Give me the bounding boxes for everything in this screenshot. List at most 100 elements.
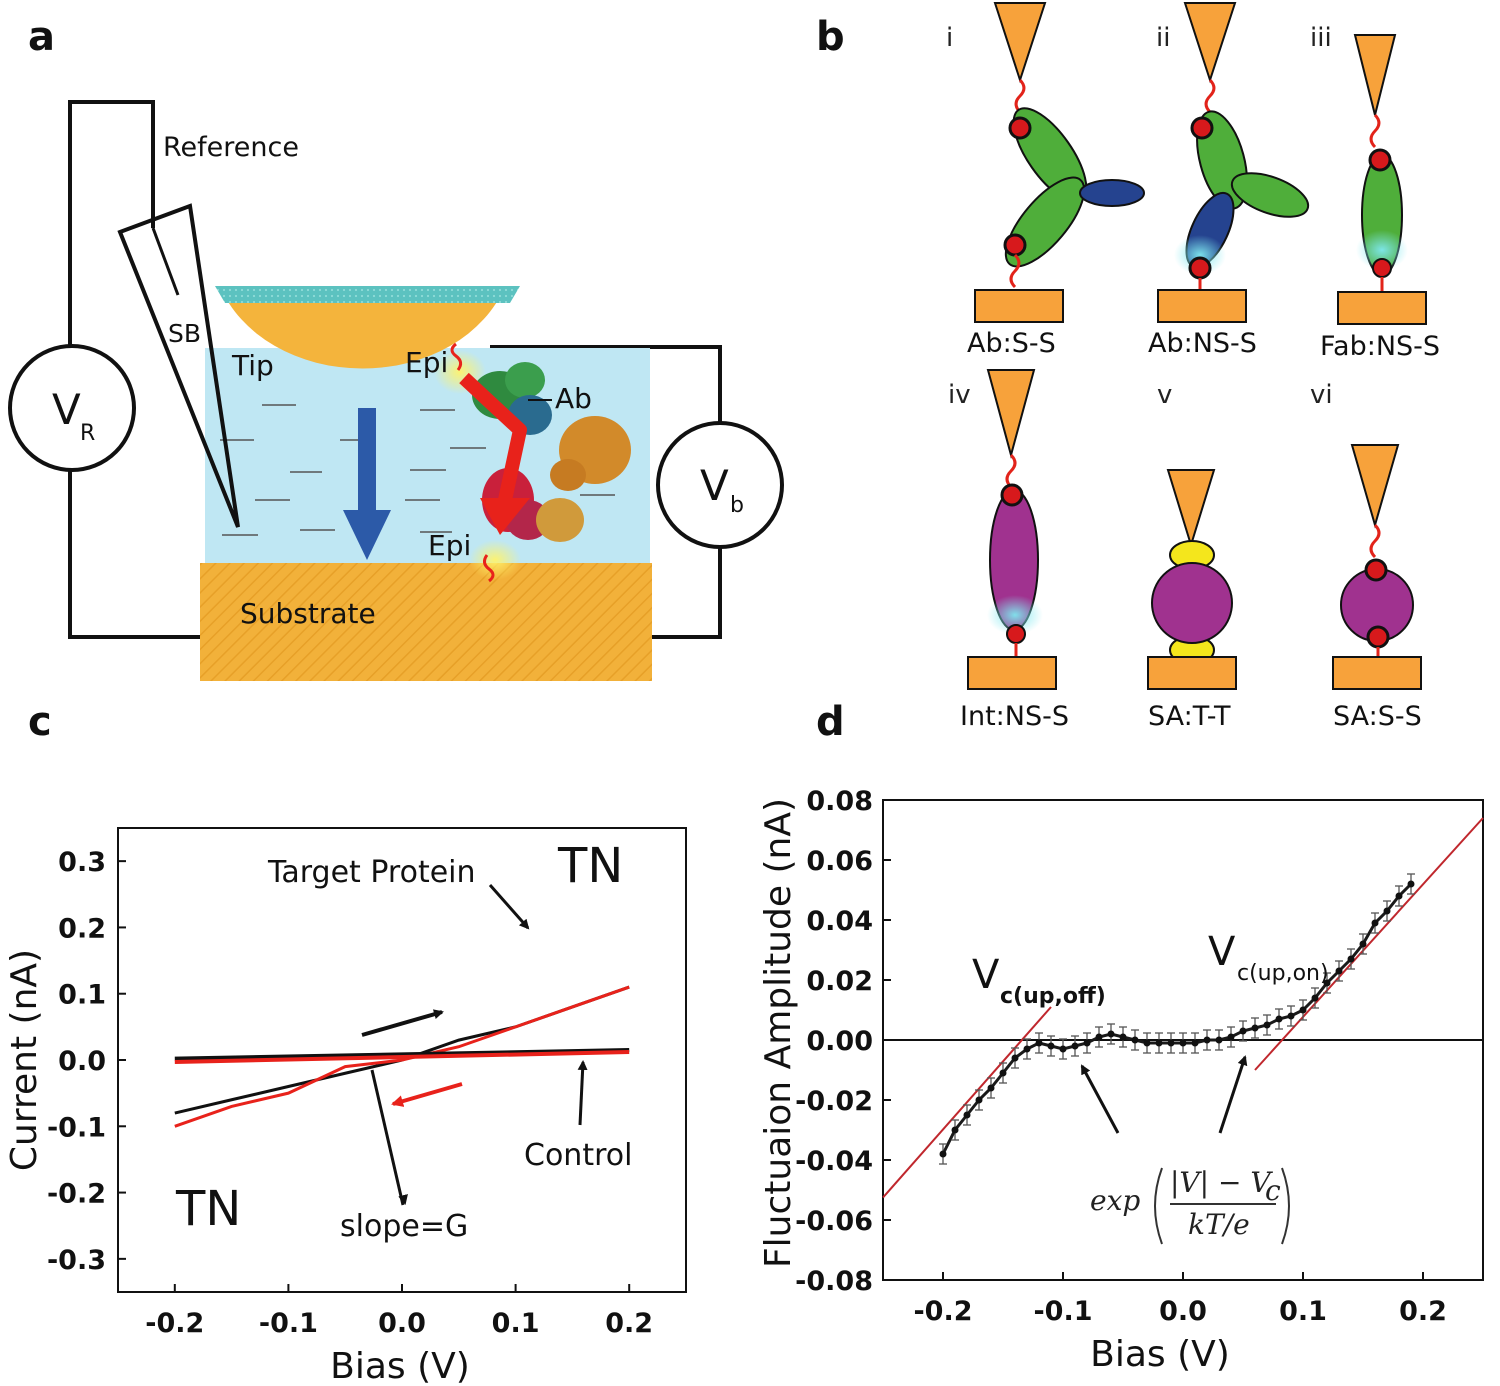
data-point-d (1347, 955, 1355, 963)
y-tick-label-c: 0.1 (58, 980, 106, 1011)
control-arrow (577, 1060, 588, 1126)
vc-off-subscript: c(up,off) (1000, 984, 1106, 1009)
x-tick-label-c: 0.1 (492, 1308, 540, 1339)
x-tick-label-d: -0.1 (1033, 1296, 1092, 1327)
data-trace-d (941, 882, 1413, 1155)
circuit-wire-tip (490, 345, 722, 425)
config-iii-caption: Fab:NS-S (1320, 331, 1440, 362)
y-tick-label-c: 0.2 (58, 913, 106, 944)
vc-on-subscript: c(up,on) (1237, 961, 1329, 986)
data-point-d (1059, 1045, 1067, 1053)
data-point-d (1407, 880, 1415, 888)
data-point-d (1047, 1042, 1055, 1050)
data-point-d (1011, 1054, 1019, 1062)
data-point-d (975, 1096, 983, 1104)
config-iii-fab-ns-s (1337, 34, 1427, 325)
series-line-c-1 (174, 985, 630, 1128)
sweep-forward-arrow (361, 1009, 444, 1037)
salt-bridge-label: SB (168, 319, 201, 348)
y-tick-label-c: -0.3 (47, 1245, 106, 1276)
y-axis-label-d: Fluctuaion Amplitude (nA) (758, 798, 799, 1268)
data-point-d (1251, 1024, 1259, 1032)
panel-label-c: c (28, 699, 52, 745)
fit-line-d-0 (882, 1006, 1052, 1199)
x-tick-label-c: -0.2 (145, 1308, 204, 1339)
circuit-wire-reference (68, 100, 155, 345)
data-point-d (1239, 1027, 1247, 1035)
config-v-sa-t-t (1147, 469, 1237, 690)
annotation-tn-bottom: TN (175, 1181, 241, 1237)
vr-subscript: R (80, 421, 95, 446)
data-point-d (1095, 1033, 1103, 1041)
config-iv-numeral: iv (948, 380, 971, 410)
data-point-d (1119, 1033, 1127, 1041)
target-protein-arrow (488, 884, 530, 930)
data-point-d (1131, 1036, 1139, 1044)
y-tick-label-d: 0.02 (806, 966, 873, 997)
data-point-d (1311, 994, 1319, 1002)
vb-source (656, 421, 784, 549)
x-axis-label-c: Bias (V) (330, 1346, 470, 1386)
annotation-target-protein: Target Protein (267, 855, 476, 890)
series-group-d (882, 817, 1484, 1199)
tip-label: Tip (231, 349, 274, 382)
config-iii-numeral: iii (1310, 23, 1332, 53)
panel-b-configurations: i ii iii iv v vi Ab:S-S (946, 1, 1440, 732)
exp-arrow-left (1080, 1064, 1120, 1134)
data-point-d (1107, 1030, 1115, 1038)
y-tick-label-c: 0.0 (58, 1046, 106, 1077)
y-tick-label-c: -0.1 (47, 1112, 106, 1143)
data-point-d (999, 1069, 1007, 1077)
x-tick-label-d: -0.2 (913, 1296, 972, 1327)
vc-on-label: V (1208, 929, 1236, 975)
slope-pointer-line (370, 1069, 405, 1206)
data-point-d (1155, 1039, 1163, 1047)
config-iv-int-ns-s (967, 369, 1057, 690)
y-tick-label-d: 0.06 (806, 846, 873, 877)
formula-exp: exp (1090, 1184, 1140, 1217)
formula-numerator-sub: c (1265, 1174, 1281, 1207)
vb-label: V (700, 461, 729, 510)
data-point-d (1035, 1039, 1043, 1047)
data-point-d (1287, 1012, 1295, 1020)
formula-left-paren (1154, 1167, 1163, 1245)
data-point-d (1275, 1015, 1283, 1023)
sweep-reverse-arrow (391, 1082, 463, 1107)
data-point-d (1191, 1039, 1199, 1047)
x-tick-label-c: 0.0 (378, 1308, 426, 1339)
data-point-d (1383, 907, 1391, 915)
config-i-ab-s-s (974, 1, 1145, 323)
data-point-d (1179, 1039, 1187, 1047)
series-line-c-2 (174, 1048, 630, 1061)
reference-wire (151, 227, 180, 296)
config-i-caption: Ab:S-S (967, 328, 1056, 359)
data-point-d (1359, 940, 1367, 948)
y-tick-label-d: 0.04 (806, 906, 873, 937)
data-point-d (1299, 1006, 1307, 1014)
config-v-numeral: v (1157, 380, 1172, 410)
x-axis-label-d: Bias (V) (1090, 1334, 1230, 1375)
data-point-d (1143, 1039, 1151, 1047)
substrate-label: Substrate (240, 597, 376, 630)
formula-numerator: |V| − V (1170, 1166, 1273, 1199)
annotation-slope: slope=G (340, 1209, 468, 1244)
panel-label-d: d (816, 699, 845, 745)
ab-label: Ab (555, 382, 592, 415)
y-tick-label-d: 0.00 (806, 1026, 873, 1057)
data-point-d (1323, 979, 1331, 987)
config-i-numeral: i (946, 23, 953, 53)
y-tick-label-d: -0.06 (795, 1206, 873, 1237)
annotation-tn-top: TN (557, 838, 623, 894)
reference-label: Reference (163, 132, 299, 163)
y-tick-label-c: 0.3 (58, 847, 106, 878)
config-v-caption: SA:T-T (1148, 701, 1231, 732)
antibody-protein-icon (434, 342, 631, 583)
config-ii-ab-ns-s (1157, 1, 1310, 323)
config-vi-numeral: vi (1310, 380, 1333, 410)
series-group-c (174, 985, 630, 1128)
epi-bottom-label: Epi (428, 529, 471, 562)
